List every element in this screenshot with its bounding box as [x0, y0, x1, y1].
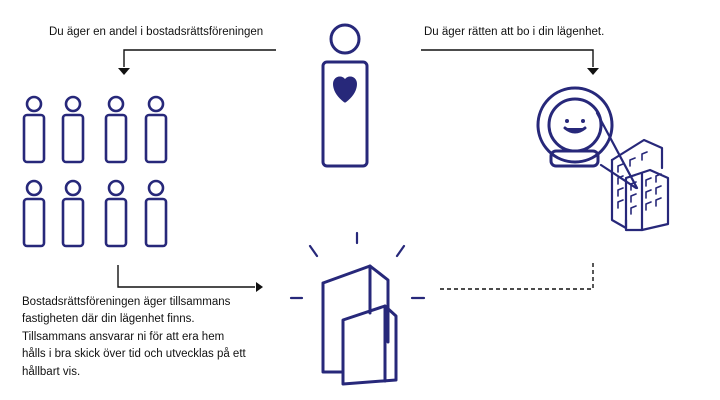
member-person-icon [144, 95, 168, 164]
description-line: Bostadsrättsföreningen äger tillsammans [22, 296, 231, 308]
connectors [117, 49, 594, 290]
person-with-heart-icon [321, 23, 369, 168]
arrow-to-property [117, 265, 255, 288]
member-person-icon [144, 179, 168, 248]
member-person-icon [22, 95, 46, 164]
description-text: Bostadsrättsföreningen äger tillsammans … [22, 294, 267, 381]
apartment-building-icon [595, 111, 670, 232]
caption-share: Du äger en andel i bostadsrättsföreninge… [49, 26, 264, 38]
people-group-icon [22, 95, 168, 248]
member-person-icon [61, 179, 85, 248]
member-person-icon [22, 179, 46, 248]
heart-icon [333, 76, 357, 103]
member-person-icon [104, 95, 128, 164]
caption-right-to-live: Du äger rätten att bo i din lägenhet. [424, 26, 605, 38]
arrowhead-right [256, 282, 263, 292]
description-line: hållbart vis. [22, 365, 81, 378]
smiling-face-icon [536, 86, 614, 168]
description-line: hålls i bra skick över tid och utvecklas… [22, 348, 246, 361]
arrow-to-members [123, 49, 276, 67]
arrow-to-resident [421, 49, 594, 67]
member-person-icon [61, 95, 85, 164]
arrowhead-down-right [587, 68, 599, 75]
window-marks [617, 151, 662, 215]
description-line: Tillsammans ansvarar ni för att era hem [22, 330, 225, 343]
arrowhead-down-left [118, 68, 130, 75]
shining-building-icon [289, 231, 426, 386]
shine-rays [289, 231, 426, 300]
description-line: fastigheten där din lägenhet finns. [22, 313, 195, 326]
member-person-icon [104, 179, 128, 248]
dashed-link-resident-property [440, 262, 594, 290]
